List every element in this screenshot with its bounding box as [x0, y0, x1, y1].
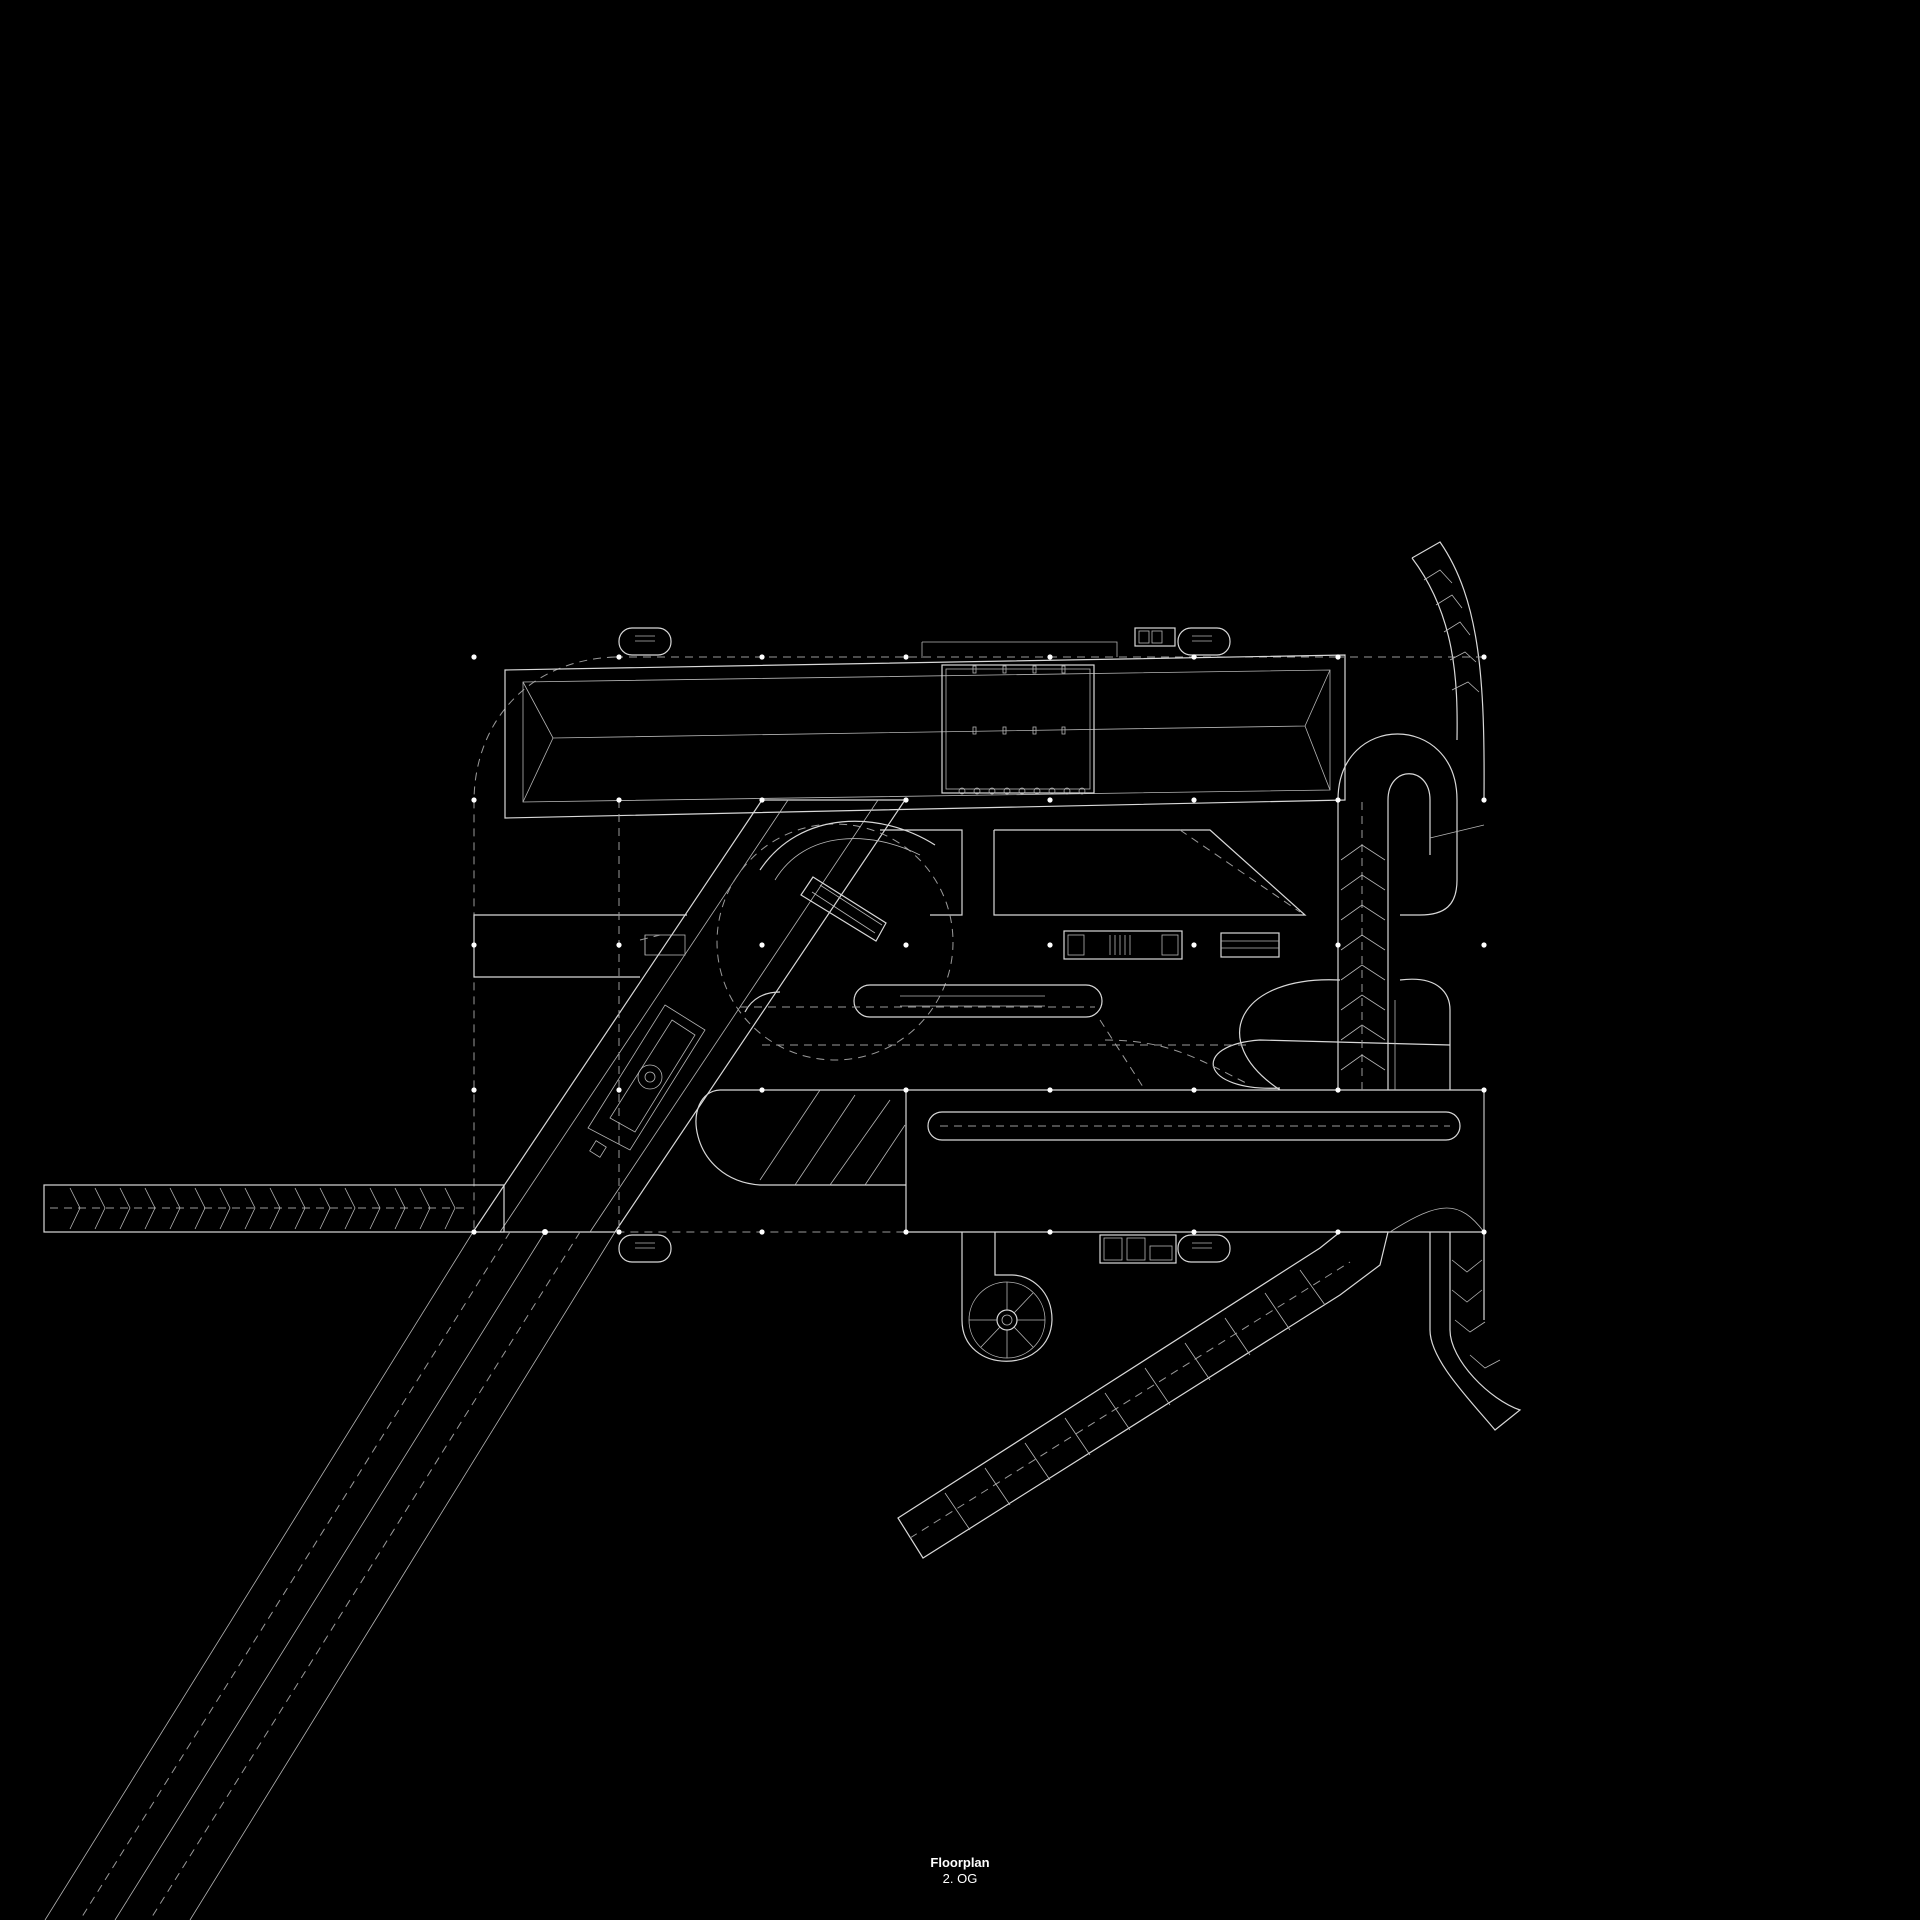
grid-dot	[1335, 1229, 1341, 1235]
grid-dot	[759, 654, 765, 660]
north-wing	[504, 641, 1346, 819]
grid-dot	[1481, 1229, 1487, 1235]
diagonal-bridge	[44, 799, 907, 1920]
structural-grid-dots	[471, 654, 1487, 1235]
grid-dot	[759, 1087, 765, 1093]
stair-core-center	[1063, 930, 1183, 960]
caption-subtitle: 2. OG	[942, 1871, 978, 1886]
grid-dot	[1047, 1087, 1053, 1093]
grid-dot	[903, 1229, 909, 1235]
grid-dot	[1047, 797, 1053, 803]
grid-dot	[759, 1229, 765, 1235]
stair-pod-se	[1099, 1234, 1231, 1264]
atrium-escalator	[800, 876, 887, 942]
grid-dot	[1191, 942, 1197, 948]
grid-dot	[759, 942, 765, 948]
grid-dot	[759, 797, 765, 803]
east-hairpin-ramp	[1337, 733, 1458, 1090]
grid-dot	[1335, 797, 1341, 803]
middle-rooms	[644, 829, 1307, 956]
grid-dot	[1481, 654, 1487, 660]
grid-dot	[1481, 942, 1487, 948]
grid-dot	[1047, 654, 1053, 660]
stair-pod-sw	[618, 1234, 672, 1263]
grid-dot	[1191, 797, 1197, 803]
interior-dashed-guides	[618, 656, 1484, 1232]
grid-dot	[1191, 1087, 1197, 1093]
grid-dot	[1191, 654, 1197, 660]
grid-dot	[1047, 1229, 1053, 1235]
caption-title: Floorplan	[930, 1855, 990, 1870]
curved-walkways	[1104, 979, 1485, 1234]
column-row	[972, 665, 1066, 735]
central-hall	[941, 664, 1095, 795]
circular-atrium	[716, 820, 954, 1061]
grid-dot	[1335, 654, 1341, 660]
north-east-ramp	[1411, 541, 1485, 839]
lower-deck	[695, 1089, 1485, 1233]
spiral-stair	[961, 1232, 1053, 1362]
grid-dot	[1481, 797, 1487, 803]
stair-core-east	[1220, 932, 1280, 958]
grid-dot	[471, 942, 477, 948]
grid-dot	[903, 797, 909, 803]
south-east-ramp	[1429, 1232, 1522, 1431]
grid-dot	[616, 654, 622, 660]
grid-dot	[903, 654, 909, 660]
grid-dot	[1191, 1229, 1197, 1235]
grid-dot	[471, 654, 477, 660]
west-ramp	[43, 1184, 505, 1233]
grid-dot	[1335, 1087, 1341, 1093]
grid-dot	[471, 797, 477, 803]
south-diagonal-ramp	[897, 1231, 1389, 1559]
grid-dot	[616, 1087, 622, 1093]
grid-dot	[471, 1087, 477, 1093]
grid-dot	[1481, 1087, 1487, 1093]
stair-pod-nw	[618, 627, 672, 656]
grid-dot	[542, 1229, 548, 1235]
grid-dot	[616, 942, 622, 948]
grid-dot	[903, 942, 909, 948]
stair-pod-ne	[1134, 627, 1231, 656]
grid-dot	[1047, 942, 1053, 948]
grid-dot	[616, 1229, 622, 1235]
grid-dot	[903, 1087, 909, 1093]
grid-dot	[1335, 942, 1341, 948]
central-slot	[740, 984, 1103, 1018]
west-room	[473, 914, 687, 978]
grid-dot	[616, 797, 622, 803]
grid-dot	[471, 1229, 477, 1235]
vehicle-on-bridge	[587, 934, 706, 1158]
